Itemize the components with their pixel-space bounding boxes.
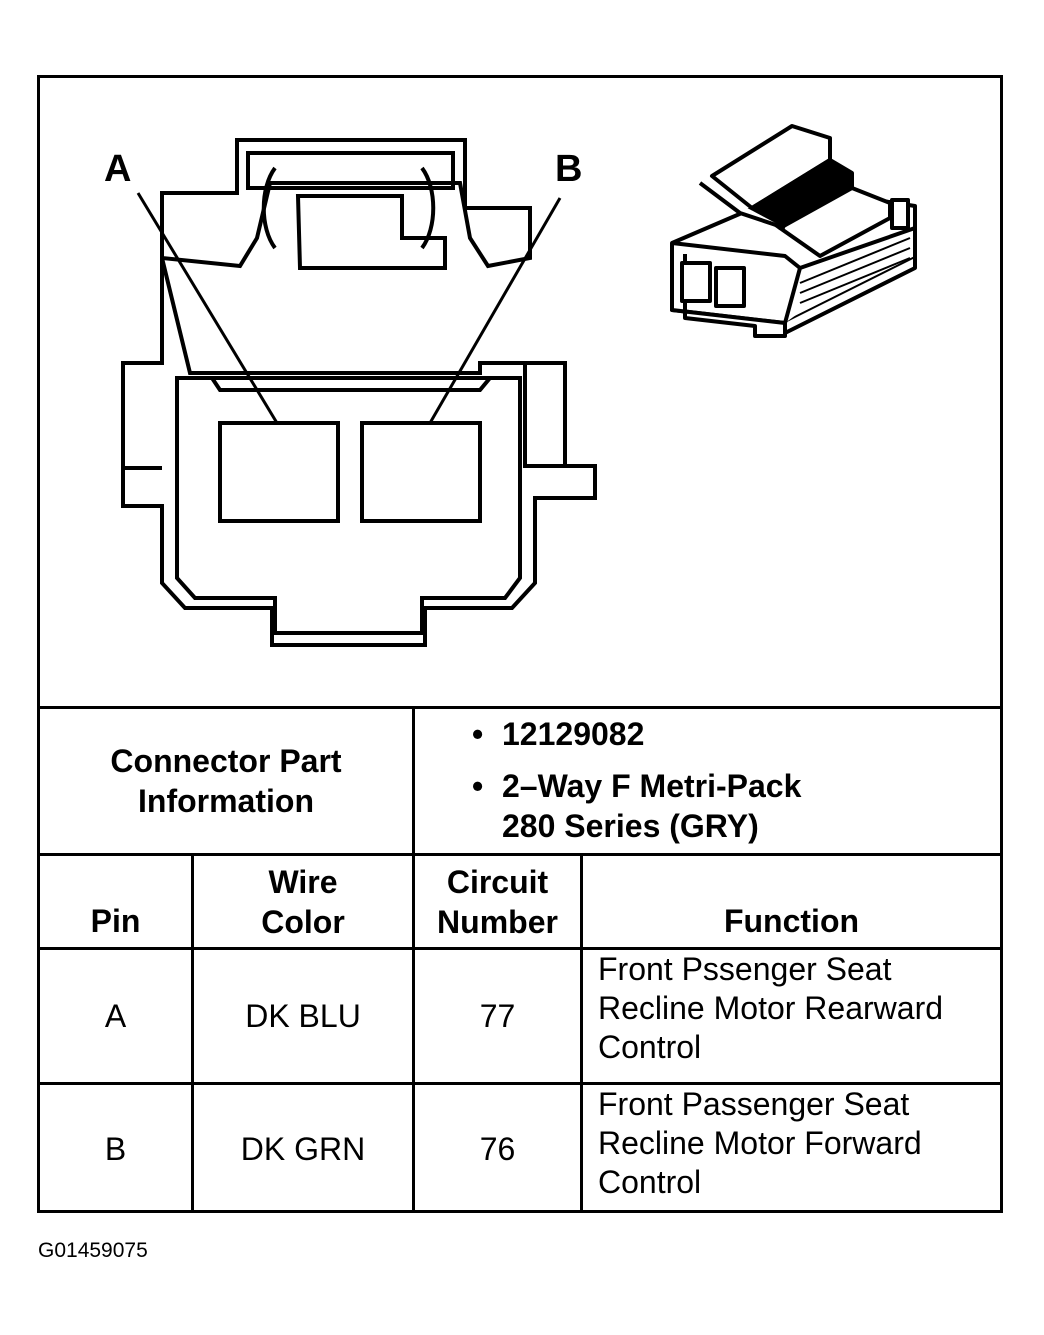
connector-face-diagram: [121, 124, 917, 647]
row-a-bottom-border: [40, 1082, 1000, 1085]
pin-label-a: A: [104, 148, 132, 190]
header-bottom-border: [40, 947, 1000, 950]
row-b-function: Front Passenger Seat Recline Motor Forwa…: [598, 1086, 922, 1200]
col-divider-2: [412, 853, 415, 1213]
pin-label-b: B: [555, 148, 583, 190]
header-circuit-number: Circuit Number: [437, 863, 558, 940]
col-divider-3: [580, 853, 583, 1213]
connector-part-number: •12129082: [472, 716, 645, 752]
info-bottom-border: [40, 853, 1000, 856]
connector-type: •2–Way F Metri-Pack: [472, 768, 802, 804]
row-a-circuit: 77: [479, 998, 516, 1034]
connector-info-label: Connector Part Information: [110, 743, 342, 819]
row-a-function: Front Pssenger Seat Recline Motor Rearwa…: [598, 951, 944, 1065]
row-a-pin: A: [104, 998, 127, 1034]
header-pin: Pin: [90, 903, 141, 939]
connector-series: 280 Series (GRY): [502, 808, 759, 844]
pin-a-leader-line: [136, 192, 279, 424]
header-function: Function: [723, 903, 860, 939]
figure-code: G01459075: [38, 1239, 148, 1262]
row-b-circuit: 76: [479, 1131, 516, 1167]
table-top-border: [40, 706, 1000, 709]
col-divider-1: [191, 853, 194, 1213]
connector-3d-view: [670, 124, 917, 338]
connector-frame: A B Connector Part Information •12129082…: [37, 75, 1003, 1213]
row-b-pin: B: [104, 1131, 127, 1167]
row-b-wire-color: DK GRN: [240, 1131, 366, 1167]
info-divider: [412, 706, 415, 856]
pin-b-leader-line: [428, 197, 562, 424]
row-a-wire-color: DK BLU: [245, 998, 361, 1034]
header-wire-color: Wire Color: [261, 863, 345, 940]
